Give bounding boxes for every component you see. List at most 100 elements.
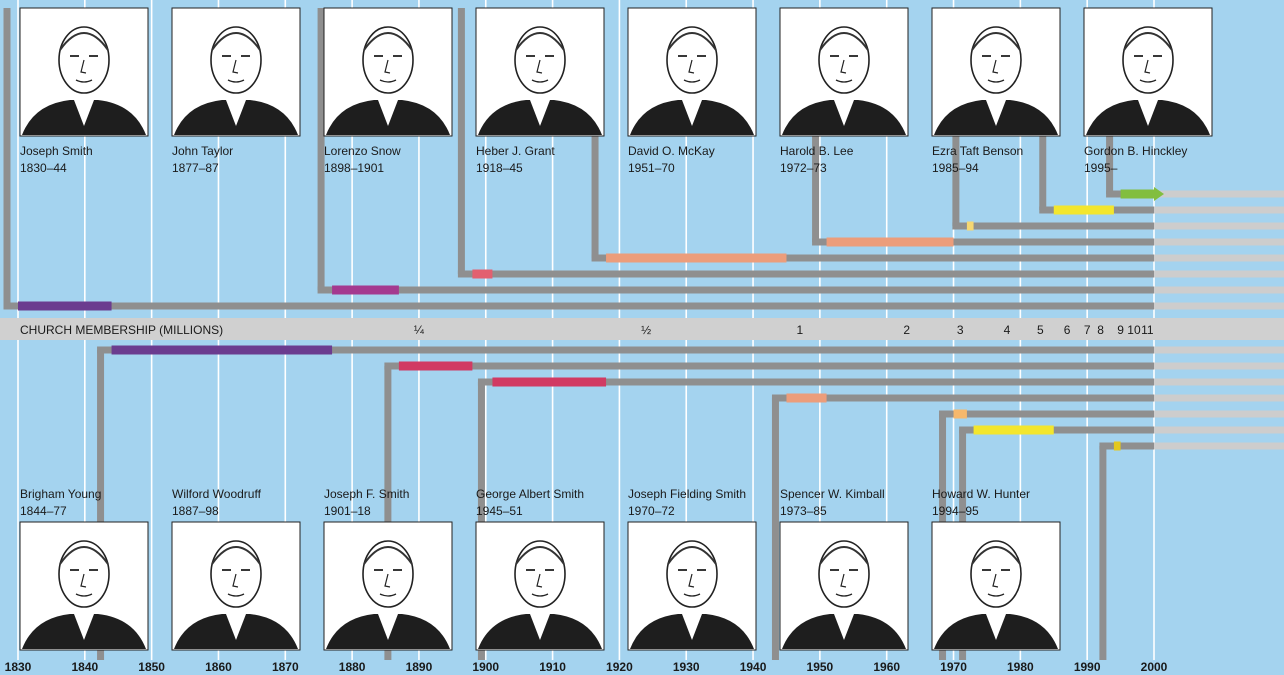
axis-tick-1950: 1950 bbox=[807, 660, 834, 674]
years-label-wilford_woodruff: 1887–98 bbox=[172, 504, 219, 518]
axis-tick-1880: 1880 bbox=[339, 660, 366, 674]
portrait-collar bbox=[378, 614, 398, 640]
portrait-hair bbox=[363, 32, 413, 51]
tenure-bar-spencer_w_kimball bbox=[973, 425, 1054, 435]
axis-tick-1920: 1920 bbox=[606, 660, 633, 674]
portrait-hair bbox=[515, 32, 565, 51]
years-label-joseph_f_smith: 1901–18 bbox=[324, 504, 371, 518]
axis-tick-1900: 1900 bbox=[472, 660, 499, 674]
portrait-mouth bbox=[531, 79, 549, 83]
tenure-bar-heber_j_grant bbox=[606, 253, 787, 263]
portrait-mouth bbox=[987, 593, 1005, 597]
years-label-harold_b_lee: 1972–73 bbox=[780, 161, 827, 175]
tenure-bar-joseph_fielding_smith bbox=[953, 409, 967, 419]
membership-axis-label: CHURCH MEMBERSHIP (MILLIONS) bbox=[20, 323, 223, 337]
membership-tick-10: 9 bbox=[1117, 323, 1124, 337]
portrait-mouth bbox=[227, 593, 245, 597]
tenure-bar-john_taylor bbox=[332, 285, 399, 295]
portrait-nose bbox=[688, 59, 695, 74]
name-label-brigham_young: Brigham Young bbox=[20, 487, 101, 501]
portrait-harold_b_lee bbox=[779, 7, 909, 137]
portrait-mouth bbox=[75, 79, 93, 83]
portrait-nose bbox=[840, 59, 847, 74]
portrait-mouth bbox=[531, 593, 549, 597]
portrait-collar bbox=[1138, 100, 1158, 126]
name-label-ezra_taft_benson: Ezra Taft Benson bbox=[932, 144, 1023, 158]
membership-tick-3: 2 bbox=[903, 323, 910, 337]
tenure-bar-david_o_mckay bbox=[826, 237, 954, 247]
axis-tick-1850: 1850 bbox=[138, 660, 165, 674]
name-label-joseph_f_smith: Joseph F. Smith bbox=[324, 487, 409, 501]
portrait-collar bbox=[682, 100, 702, 126]
portrait-hair bbox=[211, 32, 261, 51]
membership-tick-0: ¼ bbox=[414, 323, 425, 337]
portrait-collar bbox=[834, 100, 854, 126]
portrait-nose bbox=[536, 59, 543, 74]
tenure-bar-lorenzo_snow bbox=[472, 269, 493, 279]
membership-tick-4: 3 bbox=[957, 323, 964, 337]
membership-tick-2: 1 bbox=[796, 323, 803, 337]
axis-tick-1860: 1860 bbox=[205, 660, 232, 674]
axis-tick-1870: 1870 bbox=[272, 660, 299, 674]
name-label-george_albert_smith: George Albert Smith bbox=[476, 487, 584, 501]
portrait-collar bbox=[226, 100, 246, 126]
portrait-hair bbox=[1123, 32, 1173, 51]
years-label-david_o_mckay: 1951–70 bbox=[628, 161, 675, 175]
axis-tick-1930: 1930 bbox=[673, 660, 700, 674]
tenure-bar-george_albert_smith bbox=[786, 393, 827, 403]
portrait-collar bbox=[682, 614, 702, 640]
name-label-joseph_smith: Joseph Smith bbox=[20, 144, 93, 158]
portrait-joseph_fielding_smith bbox=[627, 521, 757, 651]
portrait-nose bbox=[384, 573, 391, 588]
tenure-arrow-gordon_b_hinckley bbox=[1154, 187, 1164, 201]
portrait-hair bbox=[819, 546, 869, 565]
portrait-nose bbox=[384, 59, 391, 74]
portrait-collar bbox=[530, 614, 550, 640]
name-label-joseph_fielding_smith: Joseph Fielding Smith bbox=[628, 487, 746, 501]
portrait-nose bbox=[1144, 59, 1151, 74]
portrait-hair bbox=[667, 32, 717, 51]
membership-tick-7: 6 bbox=[1064, 323, 1071, 337]
portrait-hair bbox=[59, 546, 109, 565]
tenure-bar-harold_b_lee bbox=[966, 221, 974, 231]
years-label-ezra_taft_benson: 1985–94 bbox=[932, 161, 979, 175]
portrait-mouth bbox=[835, 79, 853, 83]
tenure-bar-ezra_taft_benson bbox=[1053, 205, 1114, 215]
portrait-nose bbox=[536, 573, 543, 588]
portrait-nose bbox=[80, 59, 87, 74]
portrait-hair bbox=[971, 32, 1021, 51]
years-label-heber_j_grant: 1918–45 bbox=[476, 161, 523, 175]
axis-tick-2000: 2000 bbox=[1141, 660, 1168, 674]
portrait-collar bbox=[74, 100, 94, 126]
name-label-howard_w_hunter: Howard W. Hunter bbox=[932, 487, 1030, 501]
portrait-nose bbox=[992, 573, 999, 588]
portrait-mouth bbox=[379, 79, 397, 83]
portrait-mouth bbox=[683, 79, 701, 83]
portrait-hair bbox=[59, 32, 109, 51]
portrait-howard_w_hunter bbox=[931, 521, 1061, 651]
portrait-nose bbox=[840, 573, 847, 588]
portrait-collar bbox=[834, 614, 854, 640]
portrait-mouth bbox=[835, 593, 853, 597]
membership-tick-5: 4 bbox=[1004, 323, 1011, 337]
portrait-collar bbox=[986, 614, 1006, 640]
portrait-nose bbox=[232, 59, 239, 74]
portrait-hair bbox=[515, 546, 565, 565]
name-label-heber_j_grant: Heber J. Grant bbox=[476, 144, 555, 158]
portrait-mouth bbox=[987, 79, 1005, 83]
tenure-bar-wilford_woodruff bbox=[398, 361, 473, 371]
name-label-david_o_mckay: David O. McKay bbox=[628, 144, 715, 158]
years-label-joseph_fielding_smith: 1970–72 bbox=[628, 504, 675, 518]
portrait-collar bbox=[74, 614, 94, 640]
portrait-john_taylor bbox=[171, 7, 301, 137]
axis-tick-1840: 1840 bbox=[71, 660, 98, 674]
membership-tick-12: 11 bbox=[1141, 323, 1154, 337]
axis-tick-1970: 1970 bbox=[940, 660, 967, 674]
tenure-bar-brigham_young bbox=[111, 345, 333, 355]
portrait-nose bbox=[992, 59, 999, 74]
portrait-hair bbox=[971, 546, 1021, 565]
name-label-lorenzo_snow: Lorenzo Snow bbox=[324, 144, 401, 158]
